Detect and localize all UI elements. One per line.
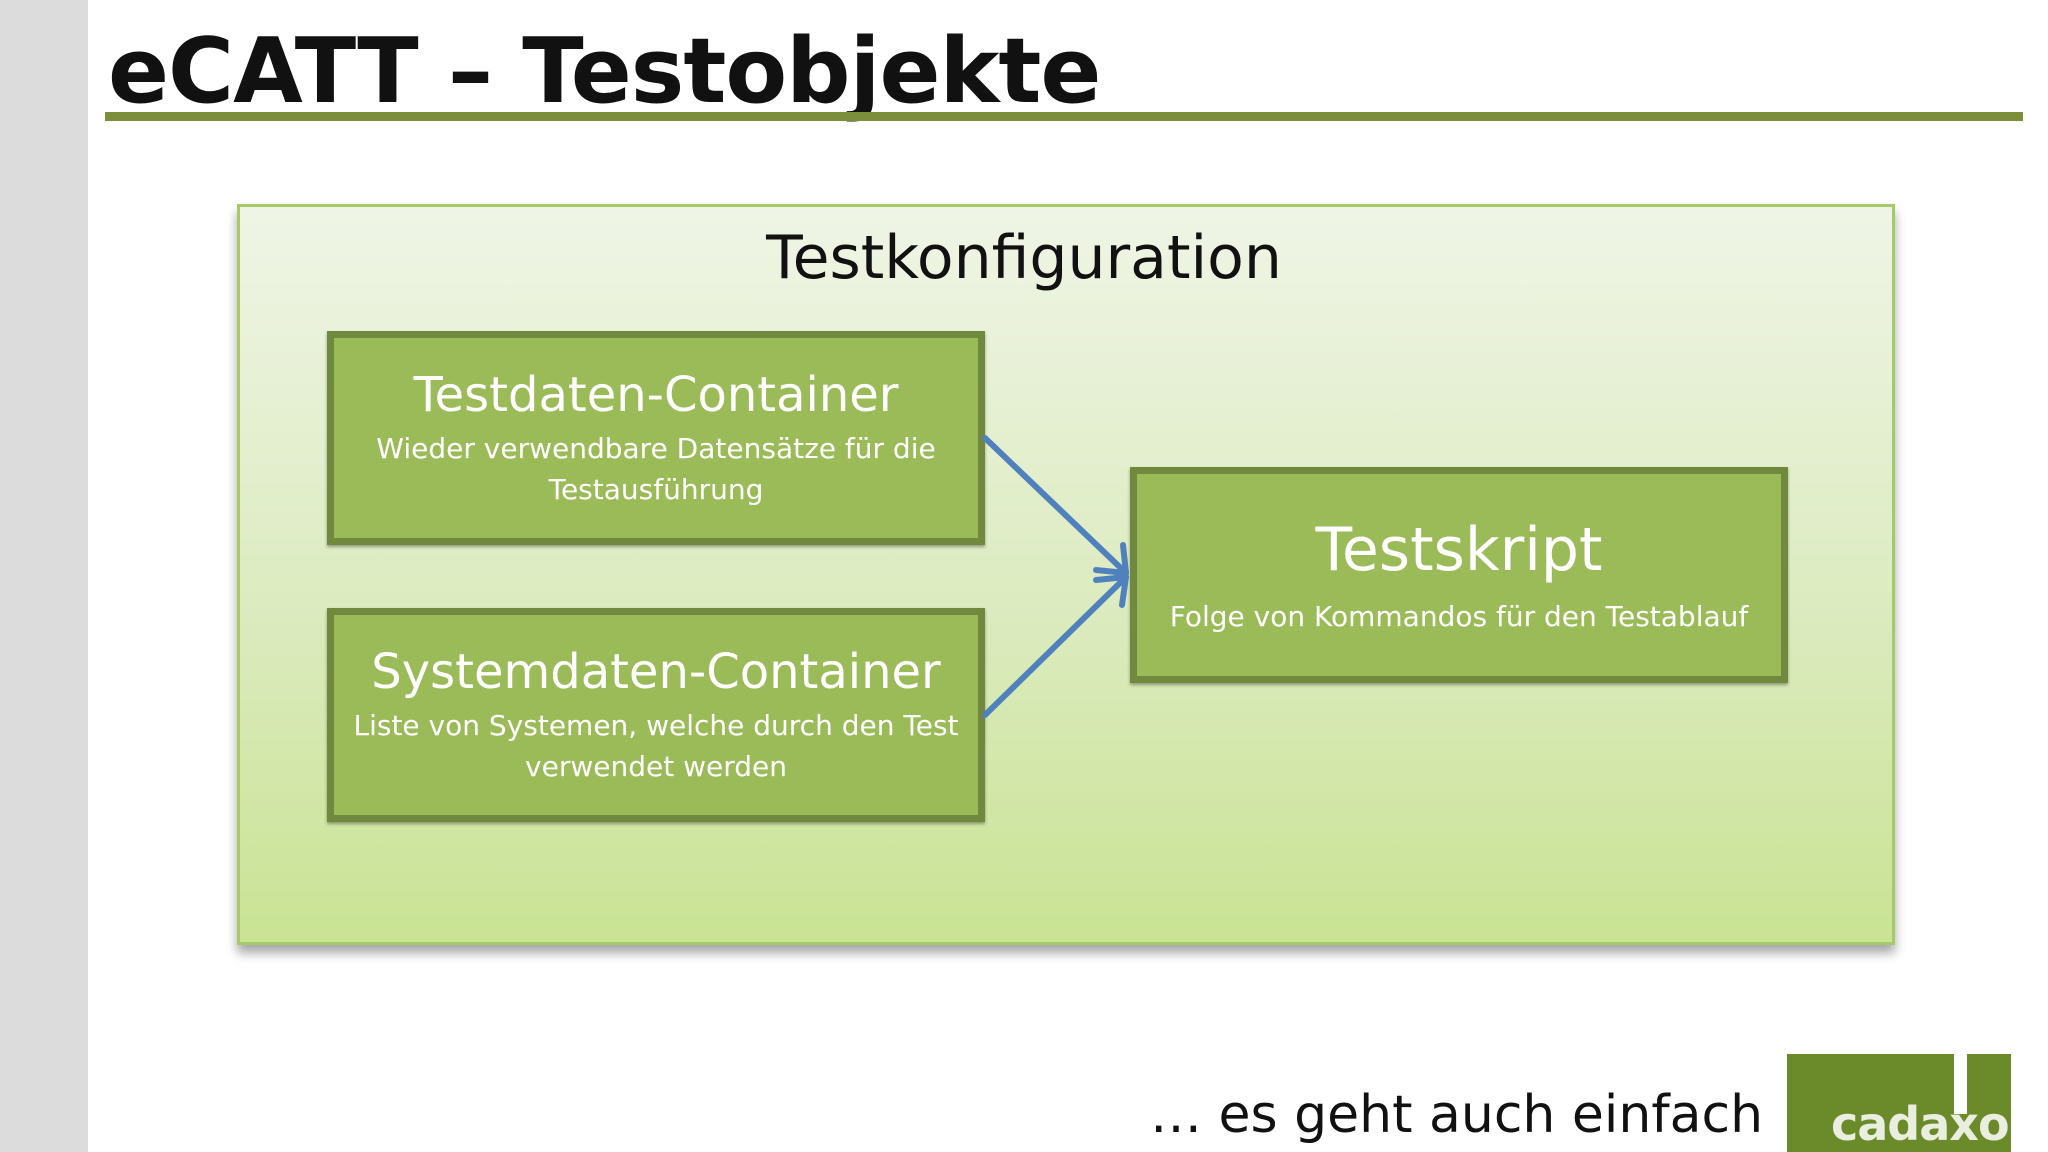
node-testskript: Testskript Folge von Kommandos für den T… [1130, 467, 1788, 683]
node-testdaten-container: Testdaten-Container Wieder verwendbare D… [327, 331, 985, 545]
node-title: Systemdaten-Container [371, 644, 941, 700]
node-description: Folge von Kommandos für den Testablauf [1169, 599, 1749, 633]
logo-text: cadaxo [1831, 1097, 2010, 1151]
title-underline [105, 112, 2023, 121]
slide-title: eCATT – Testobjekte [108, 19, 1101, 124]
left-sidebar-bar [0, 0, 88, 1152]
node-description: Wieder verwendbare Datensätze für die Te… [376, 432, 936, 506]
node-systemdaten-container: Systemdaten-Container Liste von Systemen… [327, 608, 985, 822]
node-description: Liste von Systemen, welche durch den Tes… [353, 709, 959, 783]
node-title: Testskript [1315, 514, 1603, 585]
logo-bar-shape [1954, 1054, 1967, 1114]
footer-tagline: … es geht auch einfach [1150, 1085, 1764, 1145]
container-title: Testkonfiguration [766, 223, 1282, 293]
node-title: Testdaten-Container [413, 367, 899, 423]
cadaxo-logo: cadaxo [1787, 1054, 2011, 1152]
